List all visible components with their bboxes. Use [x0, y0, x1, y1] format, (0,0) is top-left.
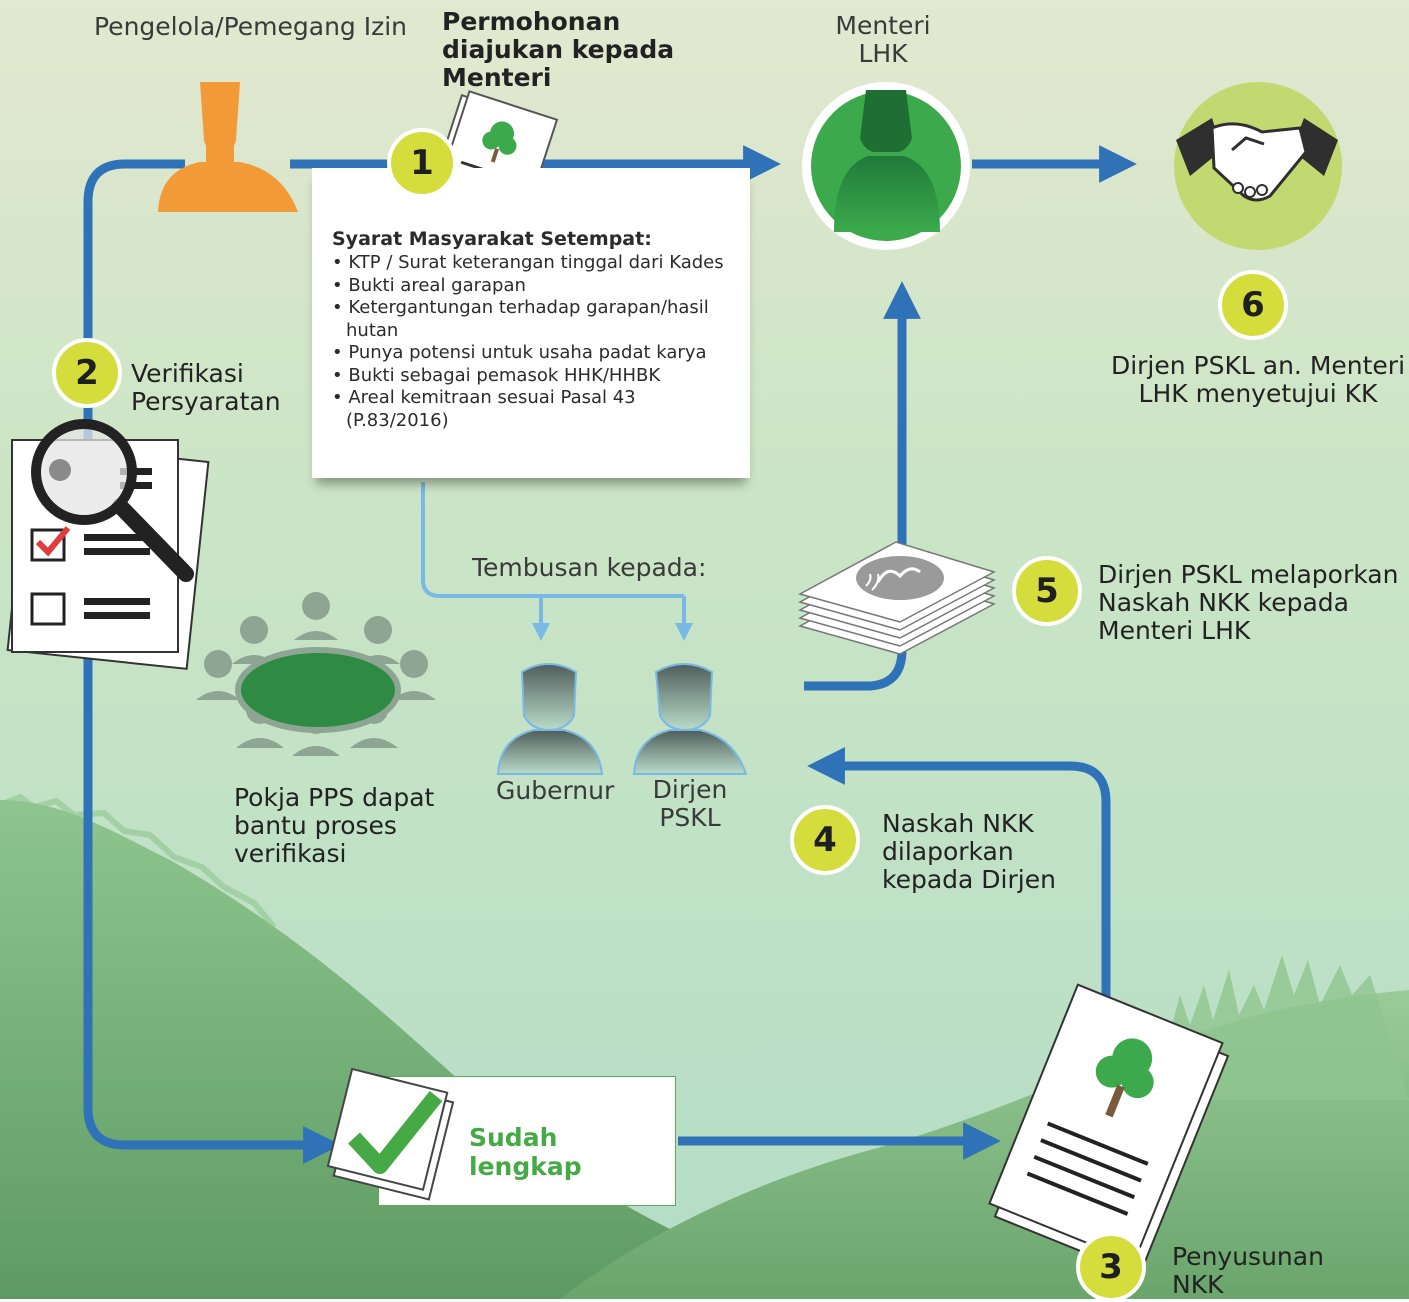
gubernur-person-icon [496, 663, 604, 775]
pokja-label-line: bantu proses [234, 811, 397, 840]
minister-label: Menteri LHK [800, 12, 966, 68]
requirement-item: Ketergantungan terhadap garapan/hasil hu… [332, 297, 742, 342]
meeting-table-icon [196, 592, 436, 756]
left-hill-edge [0, 793, 277, 929]
step4-label: Naskah NKK dilaporkan kepada Dirjen [882, 810, 1056, 894]
step4-label-line: kepada Dirjen [882, 865, 1056, 894]
complete-label: Sudah lengkap [469, 1123, 582, 1181]
step-badge-6: 6 [1218, 270, 1288, 340]
document-stack-icon [798, 541, 996, 655]
applicant-label: Pengelola/Pemegang Izin [94, 12, 408, 41]
step1-label-line: diajukan kepada [442, 35, 675, 64]
step1-label-line: Permohonan [442, 7, 621, 36]
copy-to-label: Tembusan kepada: [472, 553, 707, 582]
minister-label-line: Menteri [835, 11, 931, 40]
step2-label-line: Persyaratan [131, 387, 281, 416]
step2-label-line: Verifikasi [131, 359, 244, 388]
flow-arrow-nkk-to-dirjen [807, 747, 1111, 1025]
step-badge-5: 5 [1012, 556, 1082, 626]
step1-label: Permohonan diajukan kepada Menteri [442, 8, 674, 92]
step-badge-2: 2 [52, 338, 122, 408]
handshake-icon [1174, 82, 1342, 250]
recipient-gubernur-label: Gubernur [496, 776, 615, 805]
requirement-item: Bukti sebagai pemasok HHK/HHBK [332, 365, 742, 388]
step-badge-4: 4 [790, 805, 860, 875]
step5-label-line: Naskah NKK kepada [1098, 588, 1349, 617]
requirement-item: Punya potensi untuk usaha padat karya [332, 342, 742, 365]
copy-arrow-trunk [421, 482, 684, 598]
left-hill [0, 800, 850, 1299]
requirement-item: KTP / Surat keterangan tinggal dari Kade… [332, 252, 742, 275]
step6-label: Dirjen PSKL an. Menteri LHK menyetujui K… [1108, 352, 1408, 408]
requirement-item: Areal kemitraan sesuai Pasal 43 (P.83/20… [332, 387, 742, 432]
step3-label-line: NKK [1172, 1270, 1224, 1299]
step6-label-line: Dirjen PSKL an. Menteri [1110, 351, 1406, 380]
step5-label-line: Dirjen PSKL melaporkan [1098, 560, 1399, 589]
step-badge-3: 3 [1076, 1232, 1146, 1302]
step3-label: Penyusunan NKK [1172, 1243, 1324, 1299]
pokja-label-line: Pokja PPS dapat [234, 783, 435, 812]
step4-label-line: dilaporkan [882, 837, 1014, 866]
person-icon [158, 82, 298, 212]
step4-label-line: Naskah NKK [882, 809, 1034, 838]
step2-label: Verifikasi Persyaratan [131, 360, 281, 416]
step1-label-line: Menteri [442, 63, 552, 92]
requirements-list: KTP / Surat keterangan tinggal dari Kade… [332, 252, 742, 432]
checklist-magnifier-icon [6, 419, 210, 670]
dirjen-person-icon [632, 663, 748, 775]
step5-label: Dirjen PSKL melaporkan Naskah NKK kepada… [1098, 561, 1398, 645]
step3-label-line: Penyusunan [1172, 1242, 1324, 1271]
recipient-dirjen-line: PSKL [659, 803, 721, 832]
checkmark-icon [326, 1067, 455, 1201]
minister-person-icon [802, 82, 970, 250]
step5-label-line: Menteri LHK [1098, 616, 1251, 645]
requirements-title: Syarat Masyarakat Setempat: [332, 228, 652, 250]
recipient-dirjen-label: Dirjen PSKL [640, 776, 740, 832]
pokja-label: Pokja PPS dapat bantu proses verifikasi [234, 784, 434, 868]
nkk-document-icon [988, 983, 1230, 1277]
step6-label-line: LHK menyetujui KK [1138, 379, 1378, 408]
recipient-dirjen-line: Dirjen [652, 775, 728, 804]
minister-label-line: LHK [858, 39, 908, 68]
pokja-label-line: verifikasi [234, 839, 347, 868]
requirements-box: Syarat Masyarakat Setempat: KTP / Surat … [312, 168, 750, 478]
step-badge-1: 1 [387, 128, 457, 198]
requirement-item: Bukti areal garapan [332, 275, 742, 298]
